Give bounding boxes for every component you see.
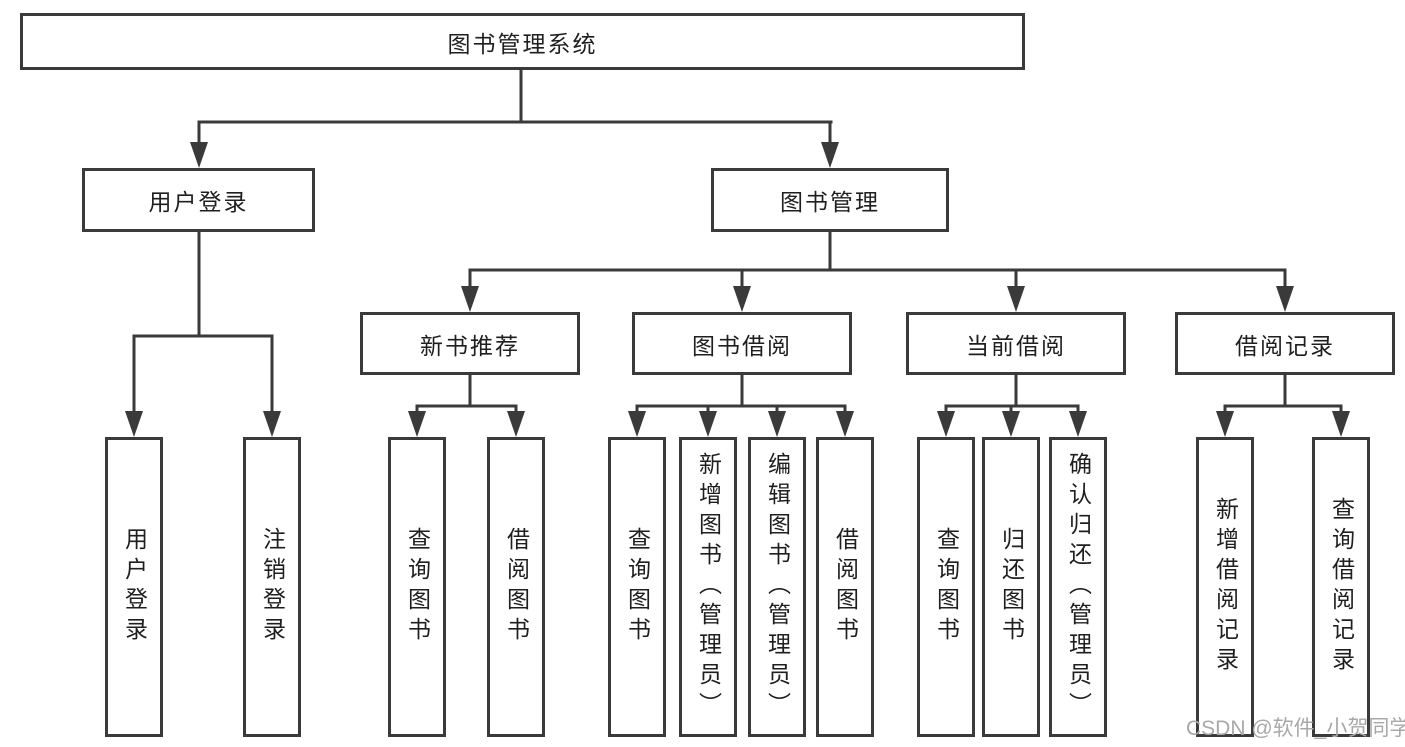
leaf-add-book-admin-label: 新增图书（管理员） <box>695 452 722 722</box>
leaf-user-login: 用户登录 <box>105 437 163 737</box>
leaf-user-login-label: 用户登录 <box>121 527 148 647</box>
node-borrow-records-label: 借阅记录 <box>1235 332 1335 359</box>
leaf-query-books-current: 查询图书 <box>917 437 975 737</box>
node-current-borrowing-label: 当前借阅 <box>966 332 1066 359</box>
leaf-query-books-current-label: 查询图书 <box>933 527 960 647</box>
leaf-confirm-return-admin: 确认归还（管理员） <box>1049 437 1107 737</box>
node-new-book-recommend-label: 新书推荐 <box>420 332 520 359</box>
leaf-add-borrow-record: 新增借阅记录 <box>1196 437 1254 737</box>
leaf-confirm-return-admin-label: 确认归还（管理员） <box>1065 452 1092 722</box>
leaf-borrow-books-recommend: 借阅图书 <box>487 437 545 737</box>
node-current-borrowing: 当前借阅 <box>906 312 1126 375</box>
node-borrow-records: 借阅记录 <box>1175 312 1395 375</box>
watermark-text: CSDN @软件_小贺同学 <box>1186 717 1405 740</box>
leaf-borrow-books-borrowing: 借阅图书 <box>816 437 874 737</box>
node-user-login: 用户登录 <box>82 168 315 232</box>
leaf-logout: 注销登录 <box>243 437 301 737</box>
leaf-borrow-books-borrowing-label: 借阅图书 <box>832 527 859 647</box>
node-book-borrowing-label: 图书借阅 <box>692 332 792 359</box>
node-system-root-label: 图书管理系统 <box>447 30 598 57</box>
leaf-query-borrow-record-label: 查询借阅记录 <box>1328 497 1355 677</box>
leaf-query-books-recommend: 查询图书 <box>388 437 446 737</box>
node-new-book-recommend: 新书推荐 <box>360 312 580 375</box>
leaf-return-book-label: 归还图书 <box>998 527 1025 647</box>
node-user-login-label: 用户登录 <box>148 189 249 215</box>
leaf-query-books-borrowing-label: 查询图书 <box>624 527 651 647</box>
leaf-add-book-admin: 新增图书（管理员） <box>679 437 737 737</box>
leaf-query-borrow-record: 查询借阅记录 <box>1312 437 1370 737</box>
node-book-borrowing: 图书借阅 <box>632 312 852 375</box>
node-system-root: 图书管理系统 <box>20 13 1025 70</box>
leaf-query-books-recommend-label: 查询图书 <box>404 527 431 647</box>
leaf-logout-label: 注销登录 <box>259 527 286 647</box>
leaf-add-borrow-record-label: 新增借阅记录 <box>1212 497 1239 677</box>
leaf-query-books-borrowing: 查询图书 <box>608 437 666 737</box>
leaf-borrow-books-recommend-label: 借阅图书 <box>503 527 530 647</box>
node-book-management-label: 图书管理 <box>780 189 880 215</box>
leaf-edit-book-admin-label: 编辑图书（管理员） <box>764 452 791 722</box>
leaf-return-book: 归还图书 <box>982 437 1040 737</box>
node-book-management: 图书管理 <box>711 168 949 232</box>
leaf-edit-book-admin: 编辑图书（管理员） <box>748 437 806 737</box>
